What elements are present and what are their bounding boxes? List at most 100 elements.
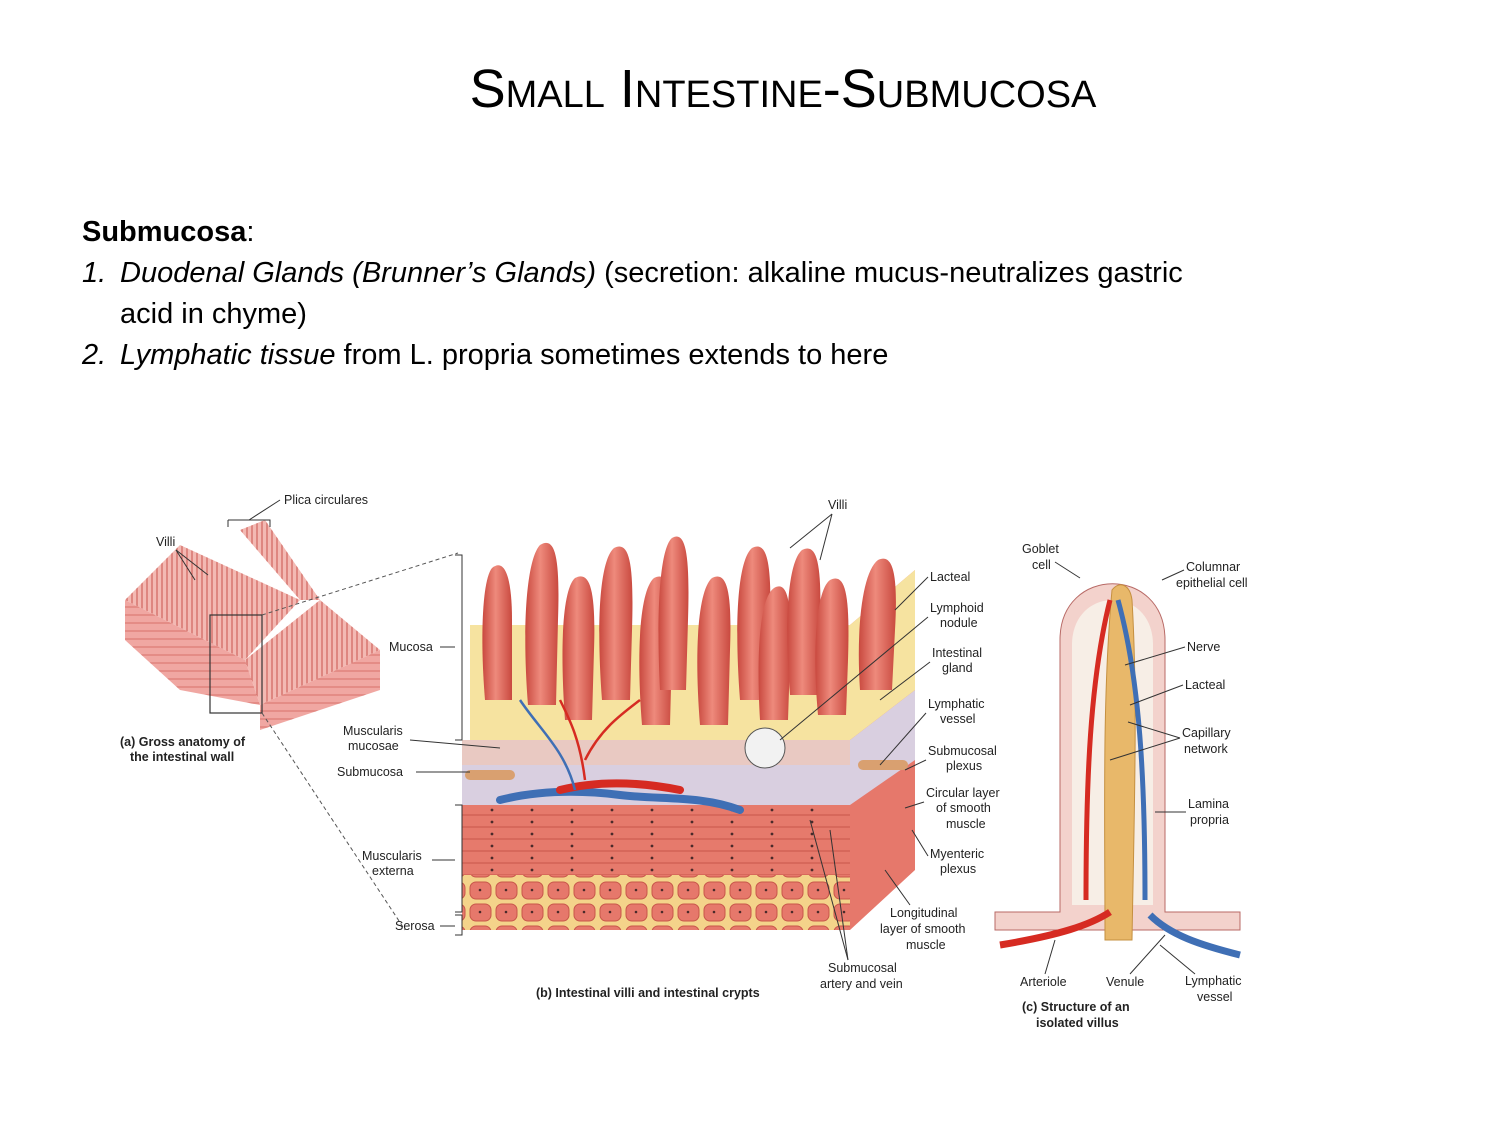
villi-surface-right (245, 600, 380, 705)
label-arteriole: Arteriole (1020, 975, 1067, 989)
caption-c-line2: isolated villus (1036, 1016, 1119, 1030)
villus (758, 586, 791, 720)
leader-gland (879, 661, 931, 701)
label-muscularis-externa-2: externa (372, 864, 414, 878)
body-text: Submucosa: 1. Duodenal Glands (Brunner’s… (82, 212, 1183, 376)
label-villi-b: Villi (828, 498, 847, 512)
villus (525, 542, 559, 705)
label-longitudinal-1: Longitudinal (890, 906, 957, 920)
lymphoid-nodule (744, 727, 786, 769)
label-serosa: Serosa (395, 919, 435, 933)
leader-lymphoid (779, 616, 929, 741)
label-goblet-2: cell (1032, 558, 1051, 572)
figure-a-gross-anatomy: Plica circulares Villi (a) Gross anatomy… (120, 493, 459, 931)
label-lymphoid-2: nodule (940, 616, 978, 630)
block-side-submucosa (850, 690, 915, 805)
leader-capillary-1 (1127, 721, 1181, 739)
label-muscularis-mucosae-2: mucosae (348, 739, 399, 753)
arteriole-c (999, 909, 1112, 949)
plica-leader (248, 499, 281, 521)
zoom-box (209, 614, 263, 714)
label-submucosal-plexus-1: Submucosal (928, 744, 997, 758)
leader-muscularis-mucosae (409, 739, 501, 749)
leader-lymph-vessel (879, 712, 927, 766)
label-submucosal-plexus-2: plexus (946, 759, 982, 773)
list-item-2: 2. Lymphatic tissue from L. propria some… (82, 339, 889, 371)
leader-submucosal-plexus (904, 759, 927, 771)
label-circular-2: of smooth (936, 801, 991, 815)
label-plica: Plica circulares (284, 493, 368, 507)
leader-nerve (1124, 646, 1186, 666)
label-lymphatic-1: Lymphatic (1185, 974, 1242, 988)
label-goblet-1: Goblet (1022, 542, 1059, 556)
list-item-1: 1. Duodenal Glands (Brunner’s Glands) (s… (82, 257, 1183, 330)
villi-leader-1 (175, 549, 196, 581)
villus (562, 576, 595, 720)
label-gland-1: Intestinal (932, 646, 982, 660)
label-lacteal-c: Lacteal (1185, 678, 1225, 692)
label-lymph-vessel-1: Lymphatic (928, 697, 985, 711)
leader-capillary-2 (1109, 737, 1181, 761)
leader-arteriole (1044, 939, 1056, 975)
villus (697, 576, 731, 725)
leader-goblet (1054, 561, 1081, 579)
section-heading: Submucosa: (82, 216, 255, 248)
label-artery-vein-1: Submucosal (828, 961, 897, 975)
bracket-mucosa (455, 554, 463, 741)
label-circular-1: Circular layer (926, 786, 1000, 800)
label-myenteric-1: Myenteric (930, 847, 984, 861)
label-longitudinal-3: muscle (906, 938, 946, 952)
label-circular-3: muscle (946, 817, 986, 831)
villi-leader-2 (175, 549, 209, 576)
plica-fold (240, 520, 320, 600)
leader-villi-b-1 (789, 513, 833, 549)
leader-vein (829, 829, 849, 961)
label-longitudinal-2: layer of smooth (880, 922, 966, 936)
submucosal-vein (496, 787, 744, 814)
villus (858, 558, 896, 690)
leader-lacteal-b (894, 576, 929, 611)
lymph-vessel-side (858, 760, 908, 770)
label-villi-a: Villi (156, 535, 175, 549)
label-lymphatic-2: vessel (1197, 990, 1232, 1004)
leader-venule (1129, 934, 1166, 975)
circular-muscle (462, 805, 850, 875)
leader-artery (809, 819, 849, 961)
bracket-muscularis-externa (455, 804, 463, 913)
villi-group (482, 536, 896, 725)
label-muscularis-externa-1: Muscularis (362, 849, 422, 863)
label-lacteal-b: Lacteal (930, 570, 970, 584)
villus (599, 546, 633, 700)
slide-title: Small Intestine-Submucosa (469, 59, 1097, 119)
label-submucosa: Submucosa (337, 765, 403, 779)
villi-surface-left (125, 545, 300, 660)
label-lymphoid-1: Lymphoid (930, 601, 984, 615)
leader-villi-b-2 (819, 513, 833, 561)
muscularis-mucosae (462, 740, 850, 765)
plica-bracket (227, 519, 271, 527)
label-capillary-1: Capillary (1182, 726, 1231, 740)
villus (482, 565, 512, 700)
label-myenteric-2: plexus (940, 862, 976, 876)
label-lamina-2: propria (1190, 813, 1229, 827)
label-lamina-1: Lamina (1188, 797, 1229, 811)
zoom-line-bottom (261, 712, 406, 931)
wall-layers-right (260, 650, 380, 730)
label-muscularis-mucosae-1: Muscularis (343, 724, 403, 738)
zoom-line-top (261, 552, 459, 616)
venule-c (1147, 912, 1241, 959)
lacteal-c (1104, 584, 1136, 941)
leader-columnar (1161, 569, 1185, 581)
venule-branch (518, 699, 577, 791)
leader-lacteal-c (1129, 684, 1184, 706)
leader-circular (904, 801, 925, 809)
label-mucosa: Mucosa (389, 640, 433, 654)
label-venule: Venule (1106, 975, 1144, 989)
capillary-venous (1115, 599, 1148, 901)
leader-longitudinal (884, 869, 911, 906)
villus (658, 536, 689, 690)
longitudinal-muscle (462, 875, 850, 930)
label-nerve: Nerve (1187, 640, 1220, 654)
villus (815, 578, 849, 715)
